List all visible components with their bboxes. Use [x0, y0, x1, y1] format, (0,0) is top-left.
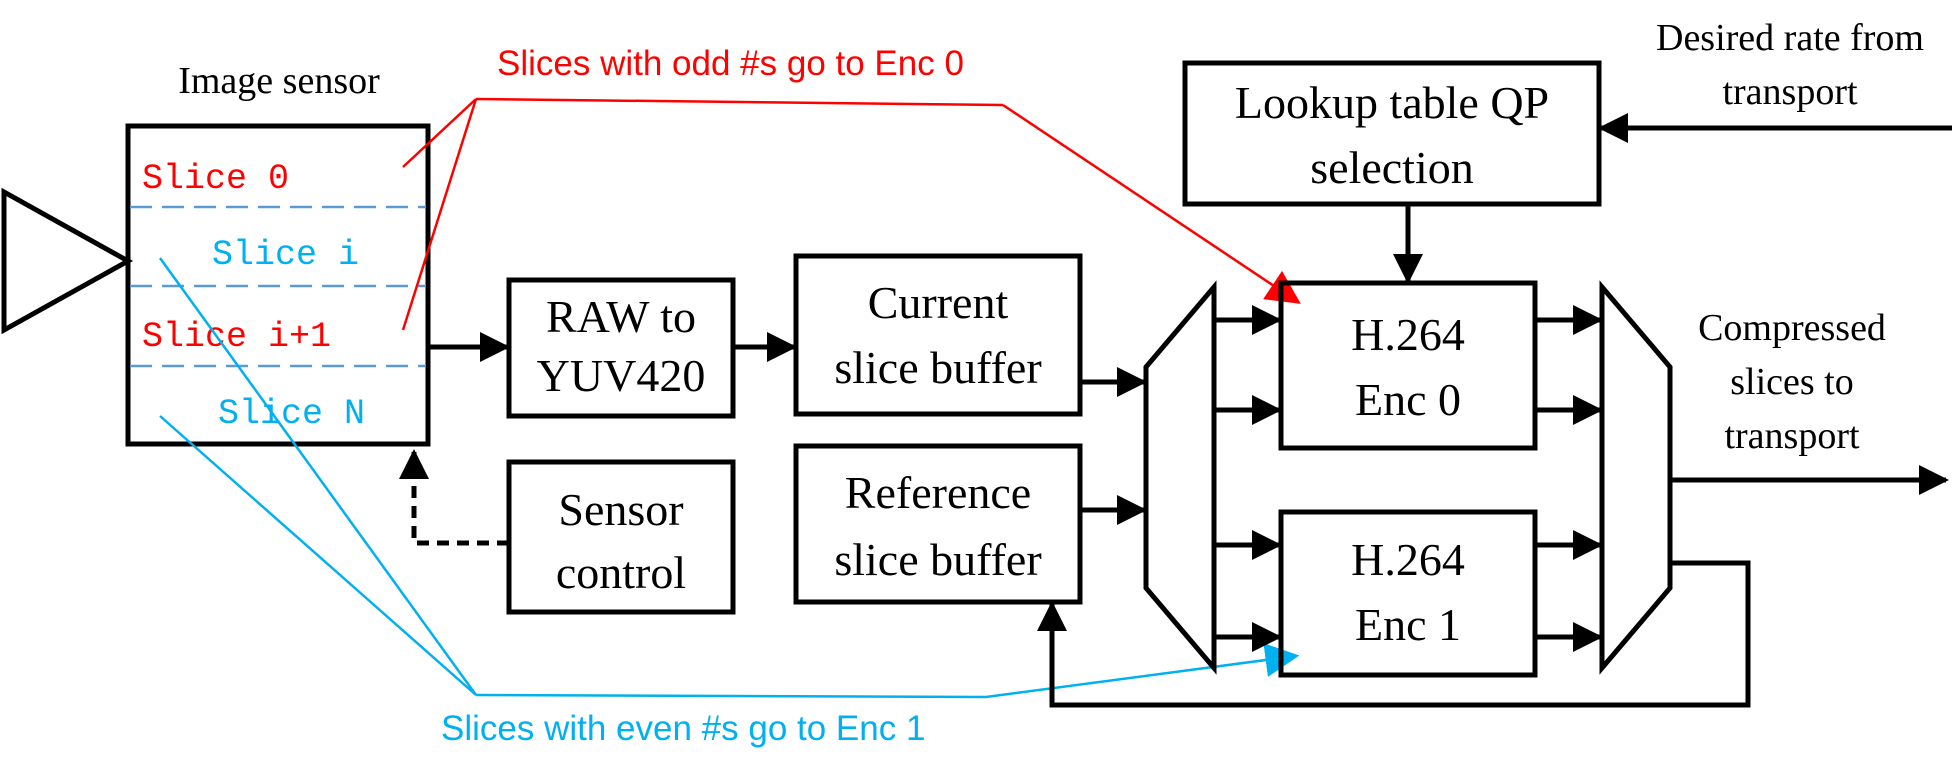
odd-pointer-line [475, 97, 1004, 107]
input-triangle [1, 187, 134, 335]
reference-buffer-line2: slice buffer [834, 534, 1041, 585]
even-pointer-line [475, 693, 987, 699]
image-sensor-box [125, 123, 431, 447]
slice-0-label: Slice 0 [142, 159, 289, 199]
even-pointer-line [158, 257, 478, 696]
reference-buffer-line1: Reference [845, 467, 1031, 518]
enc1-line1: H.264 [1351, 534, 1465, 585]
lookup-line2: selection [1310, 142, 1474, 193]
sensor-control-line2: control [556, 547, 686, 598]
odd-arrow [1002, 103, 1301, 304]
desired-rate-line2: transport [1722, 71, 1858, 113]
slice-i-label: Slice i [212, 235, 359, 275]
even-slices-note: Slices with even #s go to Enc 1 [441, 709, 925, 748]
enc0-line1: H.264 [1351, 309, 1465, 360]
reference-slice-buffer-block [793, 443, 1083, 605]
enc1-line2: Enc 1 [1355, 599, 1461, 650]
sensor-control-block [506, 459, 736, 615]
even-pointer-line [159, 415, 477, 696]
raw-to-yuv-line2: YUV420 [537, 350, 706, 401]
raw-to-yuv-line1: RAW to [546, 291, 696, 342]
current-buffer-line2: slice buffer [834, 342, 1041, 393]
odd-slices-note: Slices with odd #s go to Enc 0 [497, 44, 964, 83]
slice-n-label: Slice N [218, 394, 365, 434]
current-buffer-line1: Current [868, 277, 1009, 328]
current-slice-buffer-block [793, 253, 1083, 417]
feedback-loop-arrow [1037, 560, 1751, 708]
compressed-line3: transport [1724, 415, 1860, 457]
compressed-line2: slices to [1730, 361, 1853, 403]
lookup-line1: Lookup table QP [1235, 77, 1549, 128]
odd-pointer-line [401, 98, 478, 331]
odd-pointer-line [402, 98, 477, 168]
compressed-line1: Compressed [1698, 307, 1886, 349]
desired-rate-line1: Desired rate from [1656, 17, 1924, 59]
output-mux [1599, 280, 1673, 675]
image-sensor-label: Image sensor [178, 60, 380, 102]
sensor-control-line1: Sensor [558, 484, 683, 535]
slice-i-plus-1-label: Slice i+1 [142, 317, 331, 357]
input-mux [1143, 280, 1217, 675]
sensor-control-dashed-arrow [399, 449, 509, 546]
h264-enc1-block [1278, 509, 1538, 678]
even-arrow [985, 643, 1300, 699]
enc0-line2: Enc 0 [1355, 374, 1461, 425]
